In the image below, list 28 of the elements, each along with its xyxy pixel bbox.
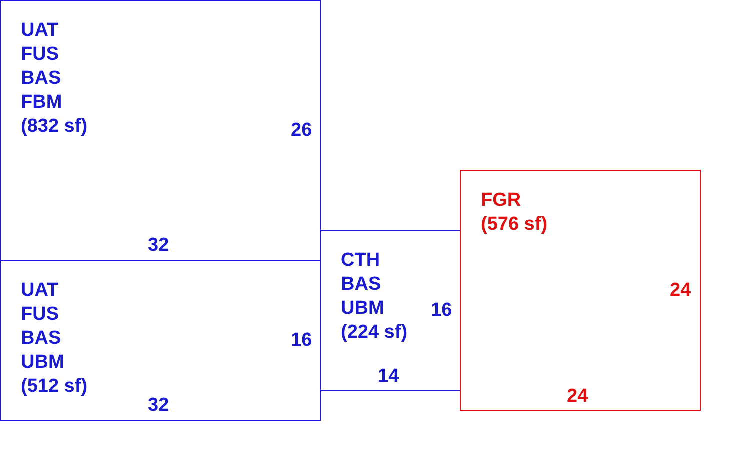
room-label: FUS <box>21 43 60 67</box>
room-outline <box>0 0 321 261</box>
dimension-label: 26 <box>291 119 312 143</box>
room-label: BAS <box>21 327 62 351</box>
room-outline <box>460 170 701 411</box>
dimension-label: 14 <box>378 365 400 389</box>
room-label: UBM <box>21 351 66 375</box>
room-label: BAS <box>21 67 62 91</box>
room-label: (576 sf) <box>481 213 548 237</box>
room-label: (512 sf) <box>21 375 88 399</box>
dimension-label: 32 <box>148 234 170 258</box>
dimension-label: 16 <box>431 299 452 323</box>
dimension-label: 24 <box>670 279 692 303</box>
room-label: FGR <box>481 189 522 213</box>
room-label: CTH <box>341 249 382 273</box>
room-label: UAT <box>21 19 60 43</box>
room-label: BAS <box>341 273 382 297</box>
room-label: UBM <box>341 297 386 321</box>
room-label: FBM <box>21 91 64 115</box>
dimension-label: 32 <box>148 394 170 418</box>
room-label: (832 sf) <box>21 115 88 139</box>
dimension-label: 16 <box>291 329 312 353</box>
room-label: FUS <box>21 303 60 327</box>
dimension-label: 24 <box>567 385 588 409</box>
room-label: (224 sf) <box>341 321 408 345</box>
room-outline <box>320 230 461 391</box>
room-outline <box>0 260 321 421</box>
room-label: UAT <box>21 279 60 303</box>
